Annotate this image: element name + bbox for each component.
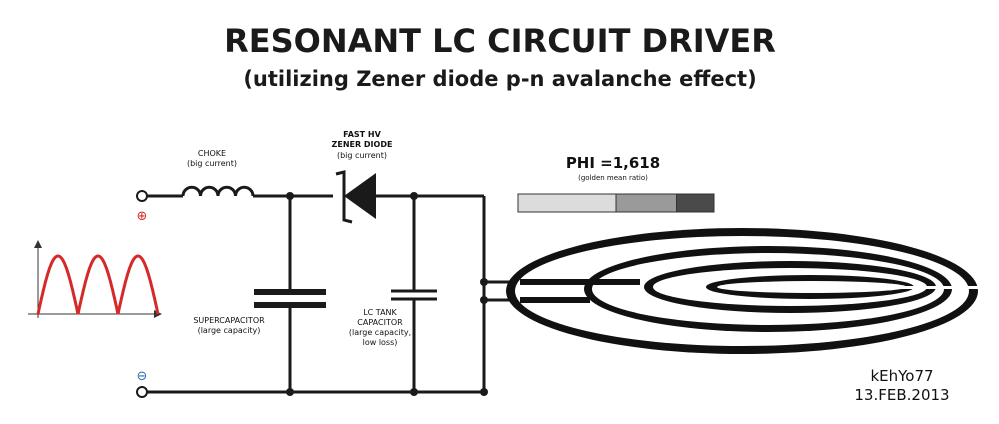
zener-bar [335,170,353,224]
phi-segment-2 [615,193,678,213]
tank-label-line3: (large capacity, [349,328,411,337]
tank-label-line1: LC TANK [363,308,397,317]
positive-terminal [136,190,148,202]
negative-terminal [136,386,148,398]
choke-sublabel: (big current) [187,159,237,168]
supercapacitor [254,196,326,392]
phi-ratio-bar [517,193,715,213]
supercap-label: SUPERCAPACITOR [193,316,265,325]
tank-label-line2: CAPACITOR [357,318,403,327]
zener-diode [335,170,376,224]
phi-note: (golden mean ratio) [578,174,648,182]
plus-icon: ⊕ [137,209,148,224]
phi-label: PHI =1,618 [566,154,660,172]
tank-label-line4: low loss) [363,338,398,347]
supercap-sublabel: (large capacity) [198,326,261,335]
page-title: RESONANT LC CIRCUIT DRIVER [224,22,776,60]
choke-label: CHOKE [198,149,226,158]
page-subtitle: (utilizing Zener diode p-n avalanche eff… [243,67,756,91]
author-name: kEhYo77 [870,367,933,385]
choke-inductor [181,185,255,197]
author-date: 13.FEB.2013 [854,386,949,404]
tank-capacitor [391,196,437,392]
rectified-waveform [36,254,160,315]
spiral-coil [506,228,980,354]
minus-icon: ⊖ [137,369,148,384]
junction-dots [286,192,488,396]
zener-sublabel: (big current) [337,151,387,160]
diode-triangle [344,173,376,219]
zener-label-line1: FAST HV [343,130,381,139]
phi-segment-3 [676,193,715,213]
rectified-wave-graph [28,240,162,318]
phi-segment-1 [517,193,617,213]
zener-label-line2: ZENER DIODE [332,140,393,149]
bus-wires [147,196,522,394]
wave-y-arrow [34,240,42,248]
